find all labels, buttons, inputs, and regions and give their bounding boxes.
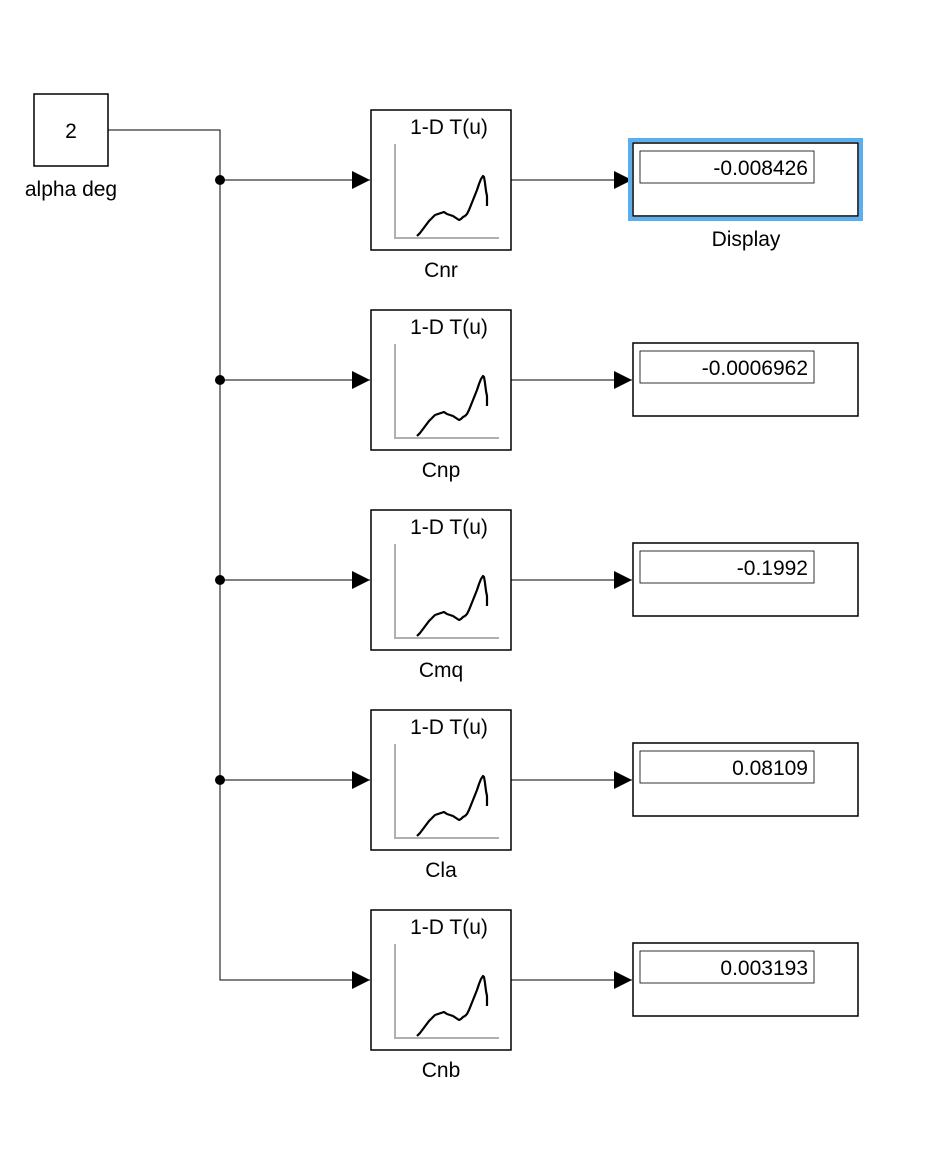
selection-highlight [628, 138, 863, 221]
plot-axes-icon [394, 144, 499, 239]
display-block-cnp[interactable]: -0.0006962 [632, 342, 859, 417]
lookup-icon-text: 1-D T(u) [410, 716, 488, 739]
lookup-icon-text: 1-D T(u) [410, 316, 488, 339]
lookup-table-label: Cla [425, 859, 457, 882]
display-value-field [639, 950, 815, 984]
lookup-icon-text: 1-D T(u) [410, 516, 488, 539]
constant-value: 2 [65, 120, 77, 143]
display-value-field [639, 750, 815, 784]
display-block-cnr[interactable]: -0.008426 [628, 138, 863, 221]
display-block-cmq[interactable]: -0.1992 [632, 542, 859, 617]
row-cnb: 1-D T(u) Cnb 0.003193 [350, 909, 859, 1082]
lookup-table-cnb[interactable]: 1-D T(u) [370, 909, 512, 1051]
display-value: 0.08109 [732, 757, 808, 780]
lookup-table-cnr[interactable]: 1-D T(u) [370, 109, 512, 251]
display-value: 0.003193 [720, 957, 808, 980]
lookup-table-cla[interactable]: 1-D T(u) [370, 709, 512, 851]
lookup-table-cnp[interactable]: 1-D T(u) [370, 309, 512, 451]
lookup-table-label: Cnp [422, 459, 461, 482]
row-cnp: 1-D T(u) Cnp -0.0006962 [215, 309, 859, 482]
display-value-field [639, 350, 815, 384]
lookup-curve-icon [416, 574, 489, 637]
display-block-cla[interactable]: 0.08109 [632, 742, 859, 817]
lookup-curve-icon [416, 974, 489, 1037]
lookup-table-cmq[interactable]: 1-D T(u) [370, 509, 512, 651]
display-value-field [639, 550, 815, 584]
constant-block-alpha[interactable]: 2 [33, 93, 109, 167]
display-block-label: Display [712, 228, 781, 251]
constant-label: alpha deg [25, 178, 117, 201]
display-value-field [639, 150, 815, 184]
lookup-curve-icon [416, 174, 489, 237]
row-cla: 1-D T(u) Cla 0.08109 [215, 709, 859, 882]
lookup-icon-text: 1-D T(u) [410, 916, 488, 939]
plot-axes-icon [394, 344, 499, 439]
display-value: -0.1992 [737, 557, 808, 580]
lookup-icon-text: 1-D T(u) [410, 116, 488, 139]
display-block-cnb[interactable]: 0.003193 [632, 942, 859, 1017]
display-value: -0.008426 [713, 157, 808, 180]
plot-axes-icon [394, 544, 499, 639]
plot-axes-icon [394, 744, 499, 839]
plot-axes-icon [394, 944, 499, 1039]
display-value: -0.0006962 [702, 357, 808, 380]
lookup-table-label: Cmq [419, 659, 463, 682]
lookup-table-label: Cnb [422, 1059, 461, 1082]
lookup-curve-icon [416, 374, 489, 437]
signal-trunk [108, 129, 370, 981]
lookup-curve-icon [416, 774, 489, 837]
lookup-table-label: Cnr [424, 259, 458, 282]
row-cmq: 1-D T(u) Cmq -0.1992 [215, 509, 859, 682]
